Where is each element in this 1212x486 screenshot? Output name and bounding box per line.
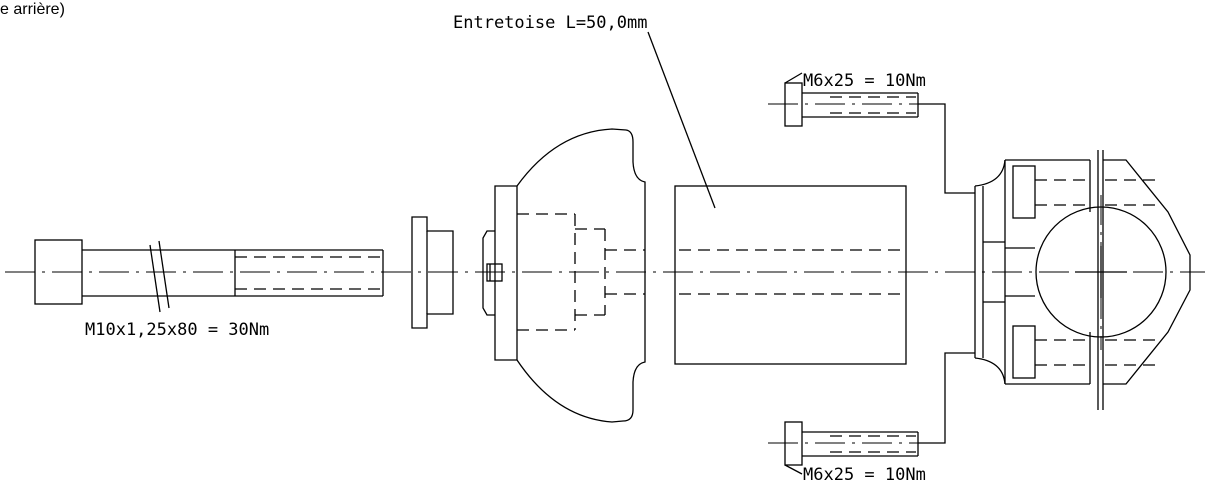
spacer-label: Entretoise L=50,0mm <box>453 13 647 33</box>
header-caption: e arrière) <box>0 1 65 18</box>
main-bolt <box>34 239 384 313</box>
spacer <box>674 185 907 365</box>
top-bolt-label: M6x25 = 10Nm <box>803 71 926 91</box>
center-nut <box>486 263 503 282</box>
top-bolt <box>768 72 928 127</box>
bottom-bolt-label: M6x25 = 10Nm <box>803 465 926 485</box>
bottom-bolt-leader <box>918 352 975 444</box>
main-bolt-head <box>34 239 83 305</box>
main-bolt-label: M10x1,25x80 = 30Nm <box>85 320 269 340</box>
top-bolt-leader <box>918 103 975 194</box>
break-mark <box>149 244 161 313</box>
spacer-leader <box>647 31 716 209</box>
washer <box>411 216 454 329</box>
clamp-body <box>482 128 646 423</box>
bottom-bolt <box>768 421 928 475</box>
handlebar-clamp <box>974 150 1191 410</box>
